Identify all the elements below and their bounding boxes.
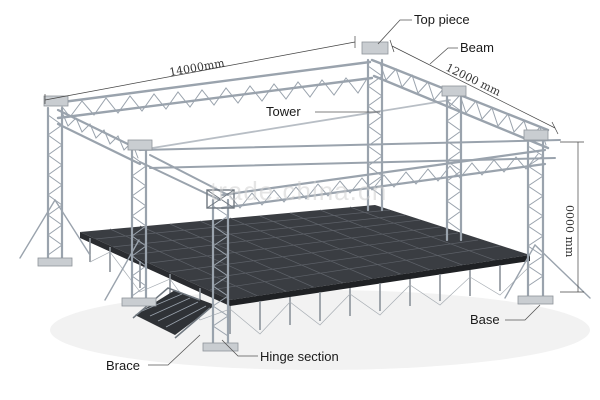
beam-back <box>139 139 561 169</box>
tower-mid-right <box>445 93 463 242</box>
dimension-width-line <box>389 39 559 135</box>
stairs <box>132 287 215 339</box>
dimension-length-text: 14000mm <box>168 56 226 79</box>
leader-hinge-section <box>221 339 258 357</box>
leader-beam <box>429 47 458 65</box>
tower-front-left <box>104 148 157 307</box>
label-beam: Beam <box>460 40 494 55</box>
hinge-section <box>206 189 235 209</box>
leader-top-piece <box>377 19 412 45</box>
tower-front-right <box>504 138 591 305</box>
beam-top-left <box>53 60 374 120</box>
dimension-length-line <box>44 36 356 104</box>
stage-platform <box>80 205 530 306</box>
dimension-height-text: 0000 mm <box>563 205 576 258</box>
beam-front-left <box>56 108 142 166</box>
label-brace: Brace <box>106 358 140 373</box>
stage-deck <box>80 205 530 300</box>
label-top-piece: Top piece <box>414 12 470 27</box>
tower-front-middle <box>202 198 239 352</box>
dimension-height-line <box>560 141 584 293</box>
leader-base <box>505 304 541 321</box>
label-base: Base <box>470 312 500 327</box>
label-tower: Tower <box>266 104 301 119</box>
tower-back-left <box>19 106 91 267</box>
label-hinge-section: Hinge section <box>260 349 339 364</box>
top-pieces <box>43 41 549 151</box>
leader-brace <box>148 334 201 366</box>
watermark: trade.china.cn <box>210 176 387 206</box>
